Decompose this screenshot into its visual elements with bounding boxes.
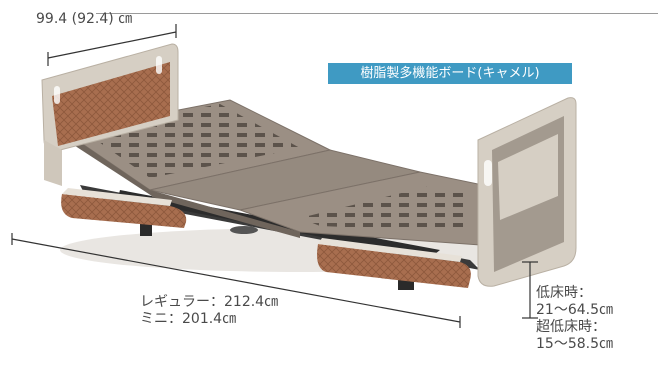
side-pad-head bbox=[61, 188, 187, 228]
height-ultra-low-label: 超低床時： bbox=[536, 319, 606, 335]
side-pad-foot bbox=[317, 238, 471, 288]
foot-board bbox=[477, 97, 577, 287]
height-low-label: 低床時： bbox=[536, 285, 592, 301]
length-dimension-text: レギュラー：212.4㎝ ミニ：201.4㎝ bbox=[140, 294, 278, 328]
height-dimension-text: 低床時： 21～64.5㎝ 超低床時： 15～58.5㎝ bbox=[536, 285, 613, 353]
height-dimension-line bbox=[522, 261, 538, 319]
feature-badge: 樹脂製多機能ボード(キャメル) bbox=[328, 63, 572, 84]
height-low-value: 21～64.5㎝ bbox=[536, 302, 613, 318]
length-dimension-line bbox=[11, 233, 461, 328]
length-mini: ミニ：201.4㎝ bbox=[140, 311, 237, 327]
width-dimension-line bbox=[47, 24, 177, 66]
width-dimension-text: 99.4 (92.4) ㎝ bbox=[36, 11, 133, 27]
head-board bbox=[41, 43, 179, 186]
length-regular: レギュラー：212.4㎝ bbox=[140, 294, 279, 310]
height-ultra-low-value: 15～58.5㎝ bbox=[536, 336, 613, 352]
top-rule-line bbox=[96, 13, 658, 14]
